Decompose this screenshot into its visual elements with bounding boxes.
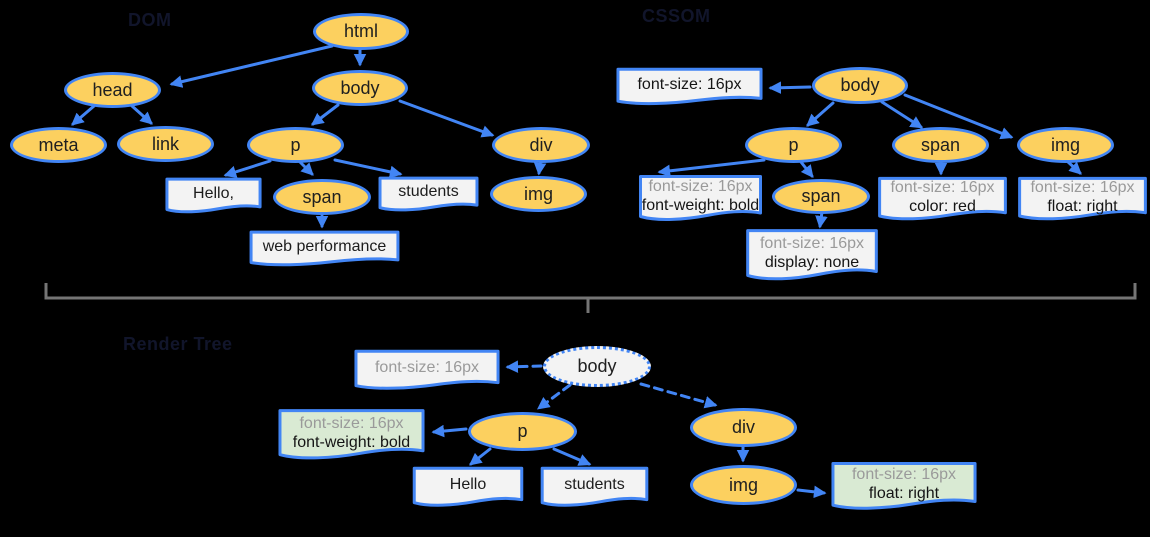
inherited-rule-line: font-size: 16px	[759, 235, 865, 252]
inherited-rule-line: font-size: 16px	[1030, 178, 1135, 196]
document-shape	[877, 177, 1008, 224]
render-rule-body: font-size: 16px	[353, 350, 501, 393]
arrow-cssom-body-to-img	[903, 93, 1014, 140]
text-node-label: students	[564, 476, 625, 493]
render-node-p: p	[468, 412, 577, 451]
rule-line: float: right	[1047, 197, 1118, 215]
arrow-cssom-body-to-span	[880, 100, 924, 129]
arrow-cssom-body-to-rule	[768, 81, 812, 95]
cssom-node-span: span	[892, 127, 989, 163]
arrow-dom-p-to-students	[333, 158, 403, 179]
inherited-rule-line: font-size: 16px	[851, 466, 957, 483]
render-node-div: div	[690, 408, 797, 447]
inherited-rule-line: font-size: 16px	[890, 178, 995, 196]
render-text-node-students: students	[540, 467, 649, 510]
document-shape	[353, 350, 501, 393]
dom-node-p: p	[247, 127, 344, 163]
arrow-dom-html-to-head	[169, 44, 334, 88]
document-shape	[1017, 177, 1148, 224]
document-shape	[615, 68, 764, 108]
arrow-render-p-to-hello	[469, 447, 492, 466]
arrow-render-img-to-rule	[796, 485, 827, 499]
text-node-label: web performance	[262, 237, 387, 255]
rule-line: display: none	[764, 254, 860, 271]
render-rule-p: font-size: 16px font-weight: bold	[277, 409, 426, 464]
document-shape	[638, 175, 763, 225]
arrow-cssom-p-to-span-child	[799, 160, 814, 178]
arrow-cssom-body-to-p	[806, 101, 835, 127]
arrow-cssom-p-to-rule	[657, 158, 766, 178]
arrow-dom-head-to-meta	[71, 104, 96, 126]
dom-node-img: img	[490, 176, 587, 212]
rule-line: font-weight: bold	[292, 433, 411, 451]
inherited-rule-line: font-size: 16px	[648, 178, 753, 195]
arrow-dom-body-to-p	[310, 103, 340, 126]
merge-brace	[44, 283, 1137, 300]
cssom-node-span-child: span	[772, 179, 870, 214]
cssom-rule-span-child: font-size: 16px display: none	[745, 229, 879, 285]
arrow-dom-body-to-div	[398, 99, 495, 138]
arrow-render-body-to-div	[639, 382, 718, 409]
dom-text-node-hello: Hello,	[165, 178, 262, 216]
cssom-section-label: CSSOM	[642, 6, 711, 26]
cssom-rule-img: font-size: 16px float: right	[1017, 177, 1148, 224]
arrow-dom-p-to-hello	[223, 159, 272, 178]
document-shape	[248, 231, 401, 269]
rule-line: font-size: 16px	[637, 75, 742, 93]
arrow-dom-p-to-span	[298, 160, 314, 176]
render-tree-section-label: Render Tree	[123, 334, 233, 354]
document-shape	[165, 178, 262, 216]
render-rule-img: font-size: 16px float: right	[830, 462, 978, 514]
document-shape	[745, 229, 879, 285]
document-shape	[540, 467, 649, 510]
arrow-render-p-to-rule	[431, 424, 468, 438]
dom-node-head: head	[64, 72, 161, 108]
cssom-rule-body: font-size: 16px	[615, 68, 764, 108]
text-node-label: students	[398, 183, 459, 200]
arrow-dom-head-to-link	[130, 104, 153, 125]
dom-node-meta: meta	[10, 127, 107, 163]
inherited-rule-line: font-size: 16px	[374, 359, 480, 376]
arrow-cssom-img-to-rule	[1065, 159, 1082, 175]
arrow-render-p-to-students	[552, 447, 592, 466]
dom-node-span: span	[273, 179, 371, 215]
document-shape	[830, 462, 978, 514]
rule-line: font-weight: bold	[641, 197, 760, 214]
render-node-img: img	[690, 465, 797, 505]
cssom-rule-p: font-size: 16px font-weight: bold	[638, 175, 763, 225]
arrow-render-body-to-p	[536, 383, 572, 410]
inherited-rule-line: font-size: 16px	[299, 414, 404, 432]
dom-section-label: DOM	[128, 10, 172, 30]
render-text-node-hello: Hello	[412, 467, 524, 510]
rule-line: float: right	[868, 485, 940, 502]
document-shape	[277, 409, 426, 464]
arrow-cssom-span-child-to-rule	[815, 210, 828, 229]
arrow-dom-div-to-img	[533, 162, 547, 176]
dom-node-html: html	[313, 13, 409, 50]
dom-text-node-students: students	[378, 177, 479, 214]
rule-line: color: red	[909, 197, 976, 215]
dom-node-link: link	[117, 126, 214, 162]
text-node-label: Hello	[449, 476, 487, 493]
cssom-node-body: body	[812, 67, 908, 104]
cssom-node-p: p	[745, 127, 842, 163]
document-shape	[378, 177, 479, 214]
arrow-render-body-to-rule	[505, 360, 543, 373]
document-shape	[412, 467, 524, 510]
cssom-rule-span: font-size: 16px color: red	[877, 177, 1008, 224]
dom-node-div: div	[492, 127, 590, 163]
dom-node-body: body	[312, 70, 408, 106]
text-node-label: Hello,	[193, 184, 234, 202]
render-node-body: body	[543, 346, 651, 387]
cssom-node-img: img	[1017, 127, 1114, 163]
dom-text-node-web-performance: web performance	[248, 231, 401, 269]
